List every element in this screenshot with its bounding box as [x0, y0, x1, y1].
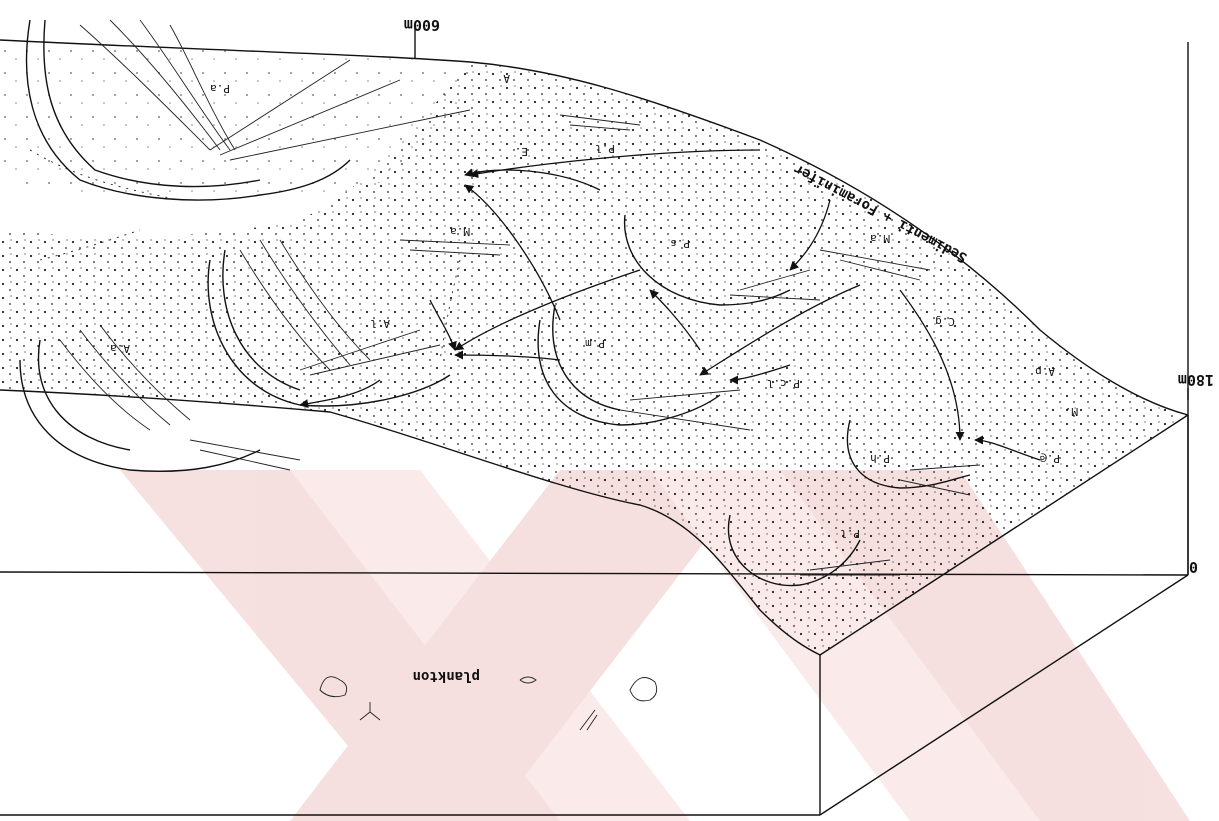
- species-label: A: [503, 72, 510, 85]
- species-label: P.a: [210, 82, 230, 95]
- plankton-label: plankton: [413, 668, 480, 684]
- species-label: P.c.l: [767, 377, 800, 390]
- species-label: A.l: [370, 317, 390, 330]
- depth-label-top: 600m: [404, 16, 440, 34]
- species-label: P.s: [670, 237, 690, 250]
- species-label: P.m: [585, 337, 605, 350]
- depth-label-bottom: 0: [1189, 558, 1198, 576]
- species-label: P.l: [595, 142, 615, 155]
- species-label: P.@: [1040, 452, 1060, 465]
- watermark: [120, 470, 1190, 821]
- species-label: E.: [515, 145, 528, 158]
- species-label: M.a: [450, 225, 470, 238]
- species-label: C.g: [935, 315, 955, 328]
- species-label: A.a: [110, 342, 130, 355]
- depth-label-middle: 180m: [1178, 371, 1214, 389]
- species-label: A.p: [1035, 365, 1055, 378]
- species-label: P.l: [840, 527, 860, 540]
- species-label: M.: [1065, 405, 1078, 418]
- species-label: P.h: [870, 452, 890, 465]
- species-label: M.a: [870, 232, 890, 245]
